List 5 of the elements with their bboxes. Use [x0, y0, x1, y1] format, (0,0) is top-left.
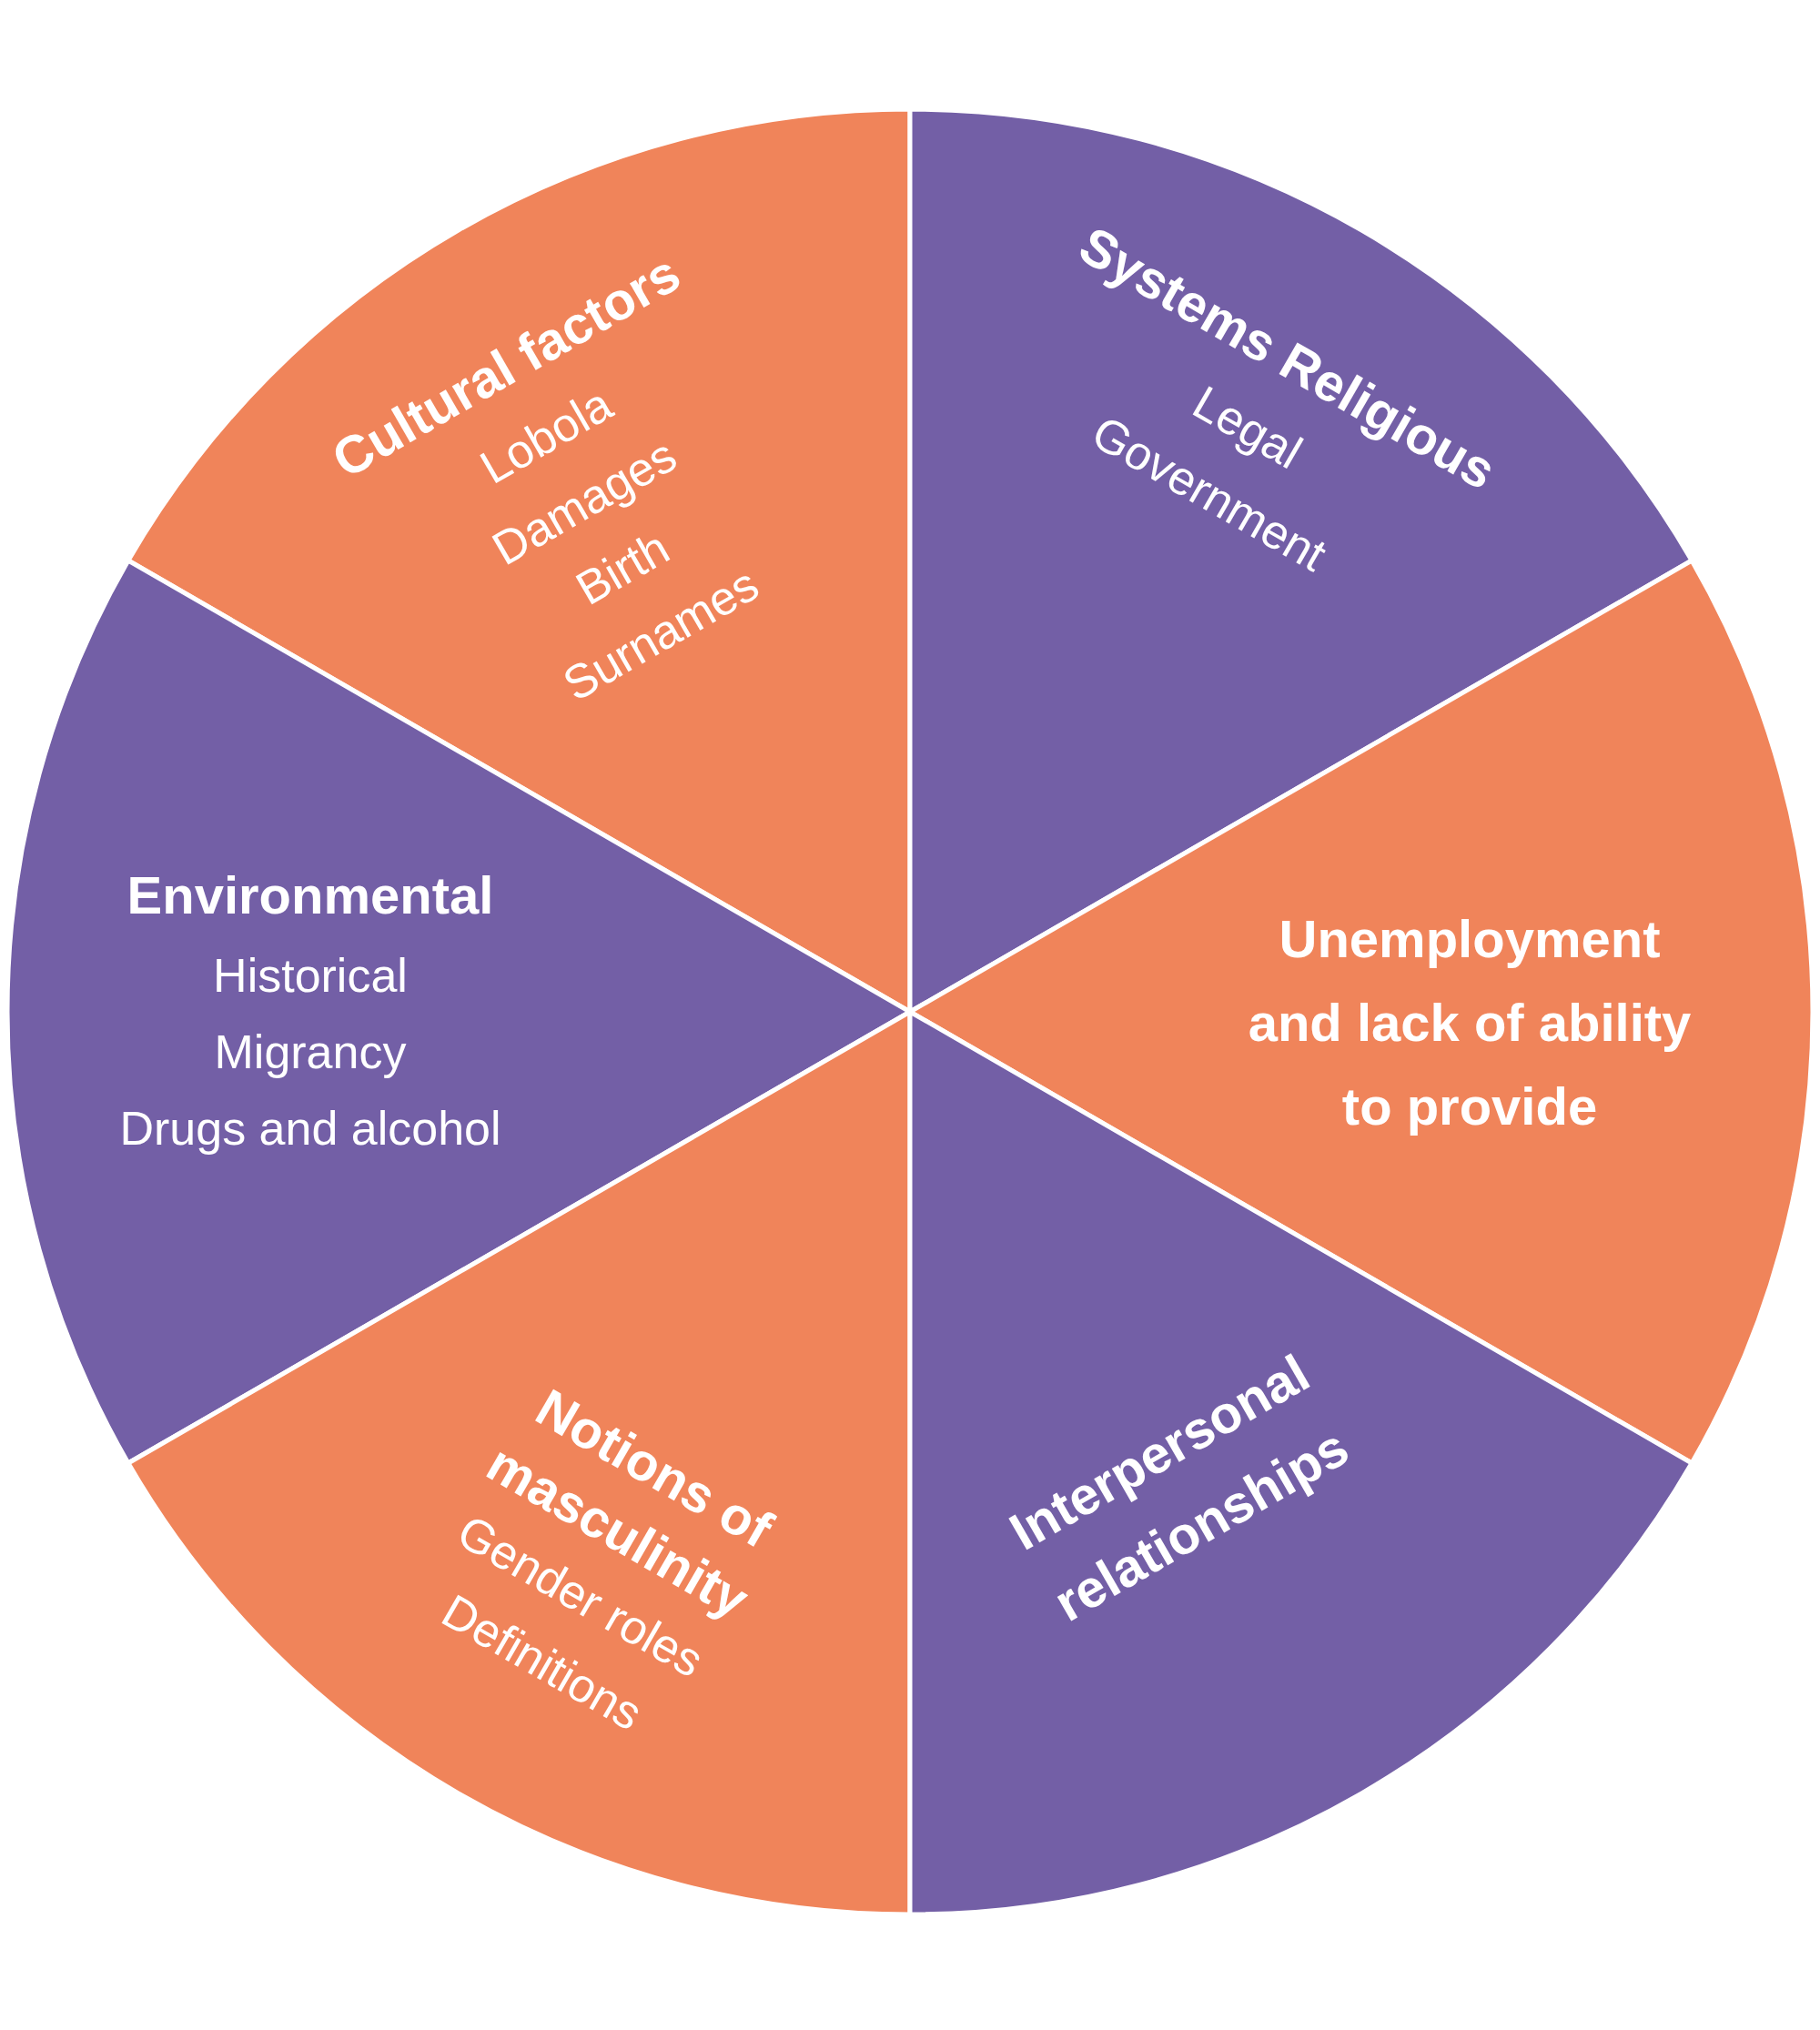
segment-heading: Unemployment and lack of ability to provide [1247, 908, 1693, 1137]
segment-item: Migrancy [214, 1025, 407, 1080]
segment-heading: Environmental [126, 864, 494, 926]
segment-item: Historical [213, 948, 408, 1004]
segment-item: Drugs and alcohol [119, 1101, 501, 1156]
